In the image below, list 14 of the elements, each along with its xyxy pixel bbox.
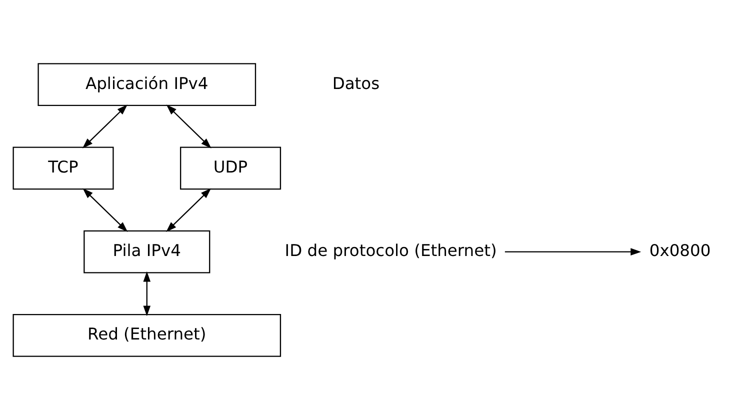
label: Datos — [332, 73, 380, 92]
arrow — [82, 188, 128, 232]
arrow — [166, 188, 212, 232]
arrow — [504, 248, 642, 255]
node-text: 0x0800 — [649, 240, 711, 260]
arrow — [82, 104, 128, 148]
arrow — [143, 270, 151, 316]
node-box: Red (Ethernet) — [12, 313, 282, 356]
node-box: Pila IPv4 — [84, 230, 210, 273]
node-box: TCP — [12, 146, 114, 190]
arrow — [166, 104, 212, 148]
node-box: Aplicación IPv4 — [38, 62, 256, 106]
node-text: ID de protocolo (Ethernet) — [284, 240, 497, 260]
node-box: UDP — [180, 146, 282, 190]
